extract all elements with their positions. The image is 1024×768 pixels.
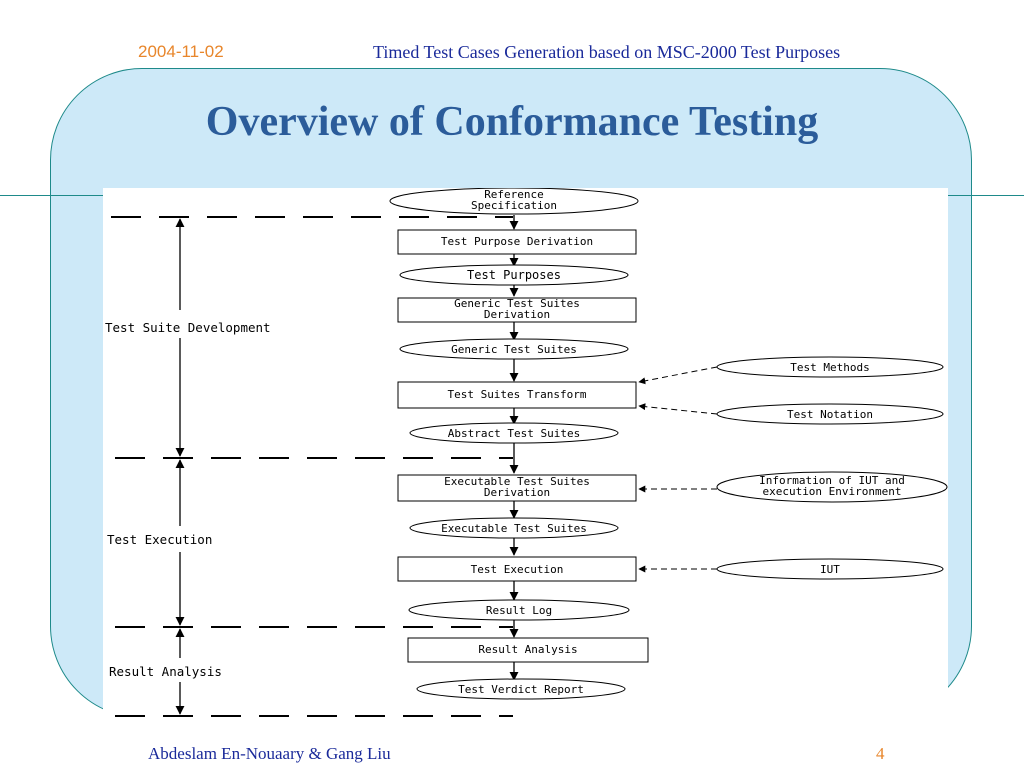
- node-result-analysis: [407, 637, 649, 663]
- label-test-execution: Test Execution: [471, 563, 564, 576]
- node-abstract-suites: [409, 422, 619, 444]
- test-methods-arrow: [638, 366, 718, 385]
- node-reference-spec: [389, 188, 639, 215]
- node-suites-transform: [397, 381, 637, 409]
- label-generic-suites: Generic Test Suites: [451, 343, 577, 356]
- page-number: 4: [876, 744, 885, 763]
- node-test-methods: [716, 356, 944, 378]
- node-generic-derivation: [397, 297, 637, 323]
- label-verdict-report: Test Verdict Report: [458, 683, 584, 696]
- label-result-analysis: Result Analysis: [478, 643, 577, 656]
- node-executable-derivation: [397, 474, 637, 502]
- label-executable-derivation-2: Derivation: [484, 486, 550, 499]
- label-generic-derivation-2: Derivation: [484, 308, 550, 321]
- label-executable-derivation-1: Executable Test Suites: [444, 475, 590, 488]
- phase-label-execution: Test Execution: [107, 532, 212, 547]
- label-test-purpose-derivation: Test Purpose Derivation: [441, 235, 593, 248]
- test-notation-arrow: [638, 403, 718, 415]
- flowchart-svg: Test Suite Development Test Execution Re…: [105, 188, 948, 717]
- header-title: Timed Test Cases Generation based on MSC…: [373, 42, 841, 62]
- node-iut-info: [716, 471, 948, 503]
- node-result-log: [408, 599, 630, 621]
- phase-label-development: Test Suite Development: [105, 320, 271, 335]
- label-iut-info-2: execution Environment: [762, 485, 901, 498]
- node-test-notation: [716, 403, 944, 425]
- node-generic-suites: [399, 338, 629, 360]
- label-generic-derivation-1: Generic Test Suites: [454, 297, 580, 310]
- label-executable-suites: Executable Test Suites: [441, 522, 587, 535]
- node-verdict-report: [416, 678, 626, 700]
- node-executable-suites: [409, 517, 619, 539]
- node-test-purpose-derivation: [397, 229, 637, 255]
- slide-title: Overview of Conformance Testing: [205, 99, 819, 145]
- label-iut: IUT: [820, 563, 840, 576]
- side-input-arrows: [638, 366, 718, 573]
- label-result-log: Result Log: [486, 604, 552, 617]
- phase-label-analysis: Result Analysis: [109, 664, 222, 679]
- header-date: 2004-11-02: [138, 42, 224, 61]
- node-iut: [716, 558, 944, 580]
- label-iut-info-1: Information of IUT and: [759, 474, 905, 487]
- label-reference-spec-2: Specification: [471, 199, 557, 212]
- conformance-testing-diagram: Test Suite Development Test Execution Re…: [103, 188, 948, 718]
- label-test-methods: Test Methods: [790, 361, 869, 374]
- node-test-execution: [397, 556, 637, 582]
- label-suites-transform: Test Suites Transform: [447, 388, 586, 401]
- label-test-purposes: Test Purposes: [467, 268, 561, 282]
- label-test-notation: Test Notation: [787, 408, 873, 421]
- label-reference-spec-1: Reference: [484, 188, 544, 201]
- footer-author: Abdeslam En-Nouaary & Gang Liu: [148, 744, 391, 763]
- label-abstract-suites: Abstract Test Suites: [448, 427, 580, 440]
- node-test-purposes: [399, 264, 629, 286]
